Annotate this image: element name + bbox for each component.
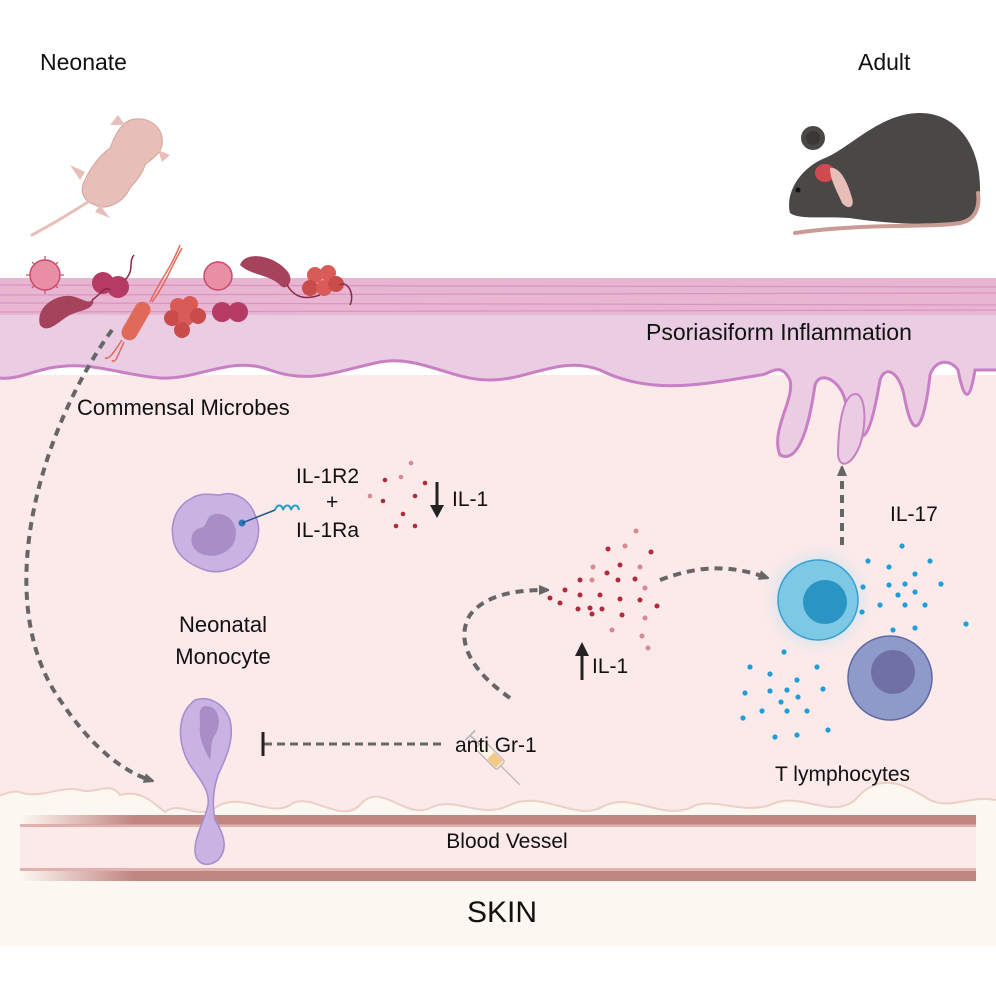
dermis-boundary [0, 781, 996, 814]
label-il1-up: IL-1 [592, 655, 628, 678]
rete-ridge-island [836, 393, 866, 465]
label-anti-gr1: anti Gr-1 [455, 734, 537, 757]
arrows [24, 328, 842, 780]
label-il1r2: IL-1R2 [296, 465, 359, 488]
label-t-lymphocytes: T lymphocytes [775, 763, 910, 786]
virus-icon [26, 256, 64, 294]
virus-icon [203, 261, 233, 291]
vessel-lumen [20, 825, 976, 871]
label-plus: + [326, 491, 338, 514]
il1-dots-low [367, 460, 428, 529]
label-il1-down: IL-1 [452, 488, 488, 511]
neonate-mouse-icon [30, 115, 170, 237]
t-cell-icon [777, 559, 859, 641]
label-skin: SKIN [467, 896, 537, 929]
syringe-icon [464, 729, 521, 786]
rod-bacterium-icon [39, 288, 111, 329]
epidermis-lines [0, 284, 996, 313]
dermis-layer [0, 375, 996, 812]
staphylococcus-icon [164, 296, 206, 338]
diplococcus-icon [212, 302, 248, 322]
t-lymphocytes [758, 540, 933, 721]
label-adult: Adult [858, 49, 911, 75]
label-il17: IL-17 [890, 503, 938, 526]
vessel-wall-bottom [20, 871, 976, 881]
extravasating-monocyte-icon [179, 698, 232, 866]
label-commensal-microbes: Commensal Microbes [77, 395, 290, 420]
label-il1ra: IL-1Ra [296, 519, 359, 542]
flagellated-bacterium-icon [104, 244, 183, 362]
epidermis-layer [0, 315, 996, 457]
vessel-wall-top [20, 815, 976, 825]
label-neonatal: Neonatal [179, 612, 267, 637]
adult-mouse-icon [789, 113, 981, 235]
label-blood-vessel: Blood Vessel [446, 830, 567, 853]
monocyte-icon [171, 493, 300, 573]
il17-dots [740, 543, 969, 740]
blood-vessel [20, 815, 976, 881]
background-top [0, 0, 996, 278]
rod-bacterium-icon [240, 256, 321, 299]
label-psoriasiform-inflammation: Psoriasiform Inflammation [646, 319, 912, 345]
il1-dots-high [547, 528, 660, 651]
lymphocyte-icon [847, 635, 933, 721]
il1-up-arrow [575, 642, 589, 680]
basement-membrane [0, 359, 996, 458]
staphylococcus-icon [302, 265, 353, 306]
label-neonate: Neonate [40, 49, 127, 75]
arrow-syringe-to-il1 [462, 590, 545, 700]
commensal-microbes [26, 244, 353, 362]
il1-down-arrow [430, 482, 444, 518]
label-monocyte: Monocyte [175, 644, 270, 669]
